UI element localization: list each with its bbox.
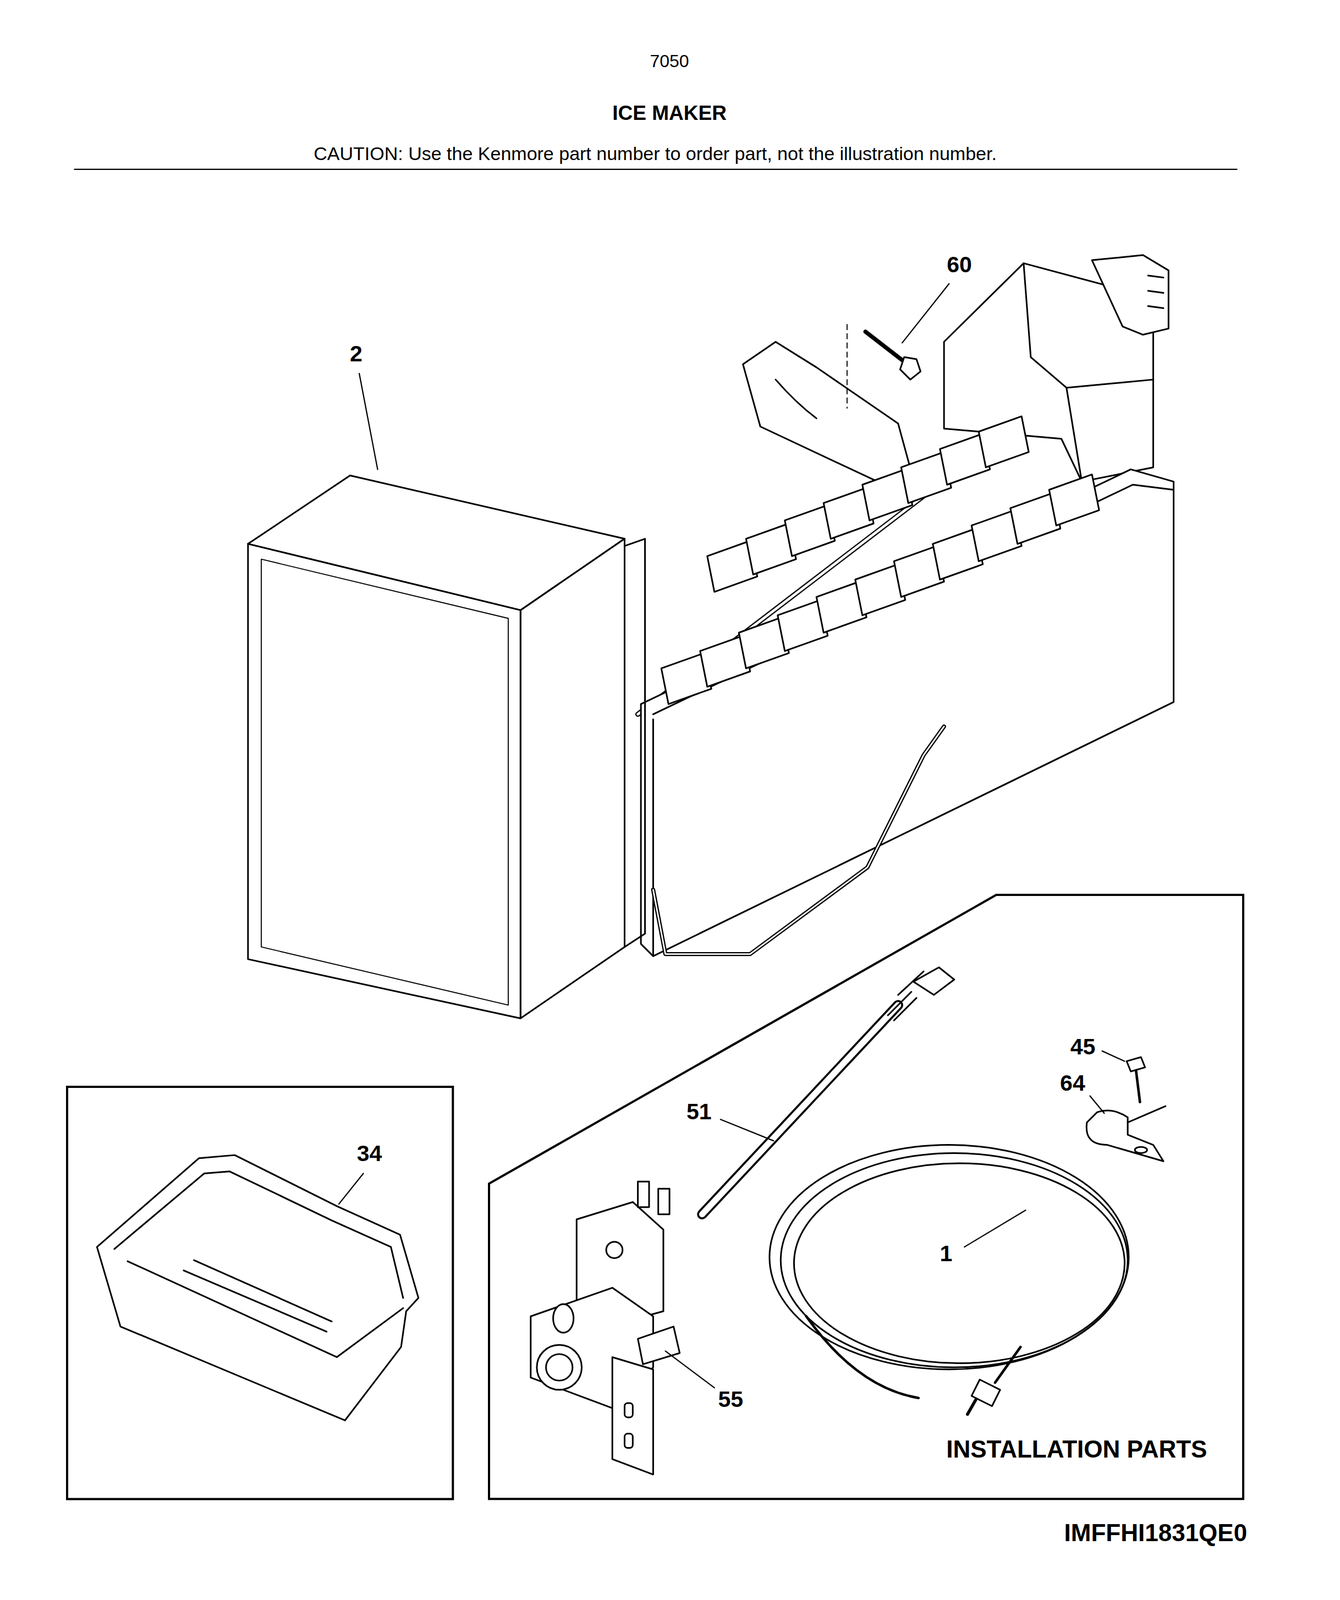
fill-tube-part [701,1005,898,1215]
callout-number: 45 [1070,1034,1096,1061]
inset-box: 34 [67,1086,453,1500]
leader-line [1102,1051,1125,1062]
water-valve-part [536,1344,582,1391]
callout-number: 51 [686,1099,712,1126]
ice-maker-assembly-part [1023,263,1083,482]
ice-maker-assembly-part [652,719,655,957]
header-rule [74,168,1237,170]
page-number: 7050 [649,51,689,72]
ice-maker-assembly-part [520,539,625,1019]
water-line-coil-part [995,1347,1021,1383]
leader-line [902,283,949,344]
panel-outline [489,894,1244,1499]
leader-line [338,1173,364,1205]
water-valve-part [624,1434,633,1449]
clamp-and-screw-part [1135,1069,1140,1102]
ice-maker-assembly-part [1148,275,1164,309]
ice-maker-assembly-part [743,342,914,482]
ice-bucket-part [96,1155,419,1421]
water-valve-part [553,1304,574,1333]
panel-border [489,894,1244,1499]
fill-tube-part [701,1005,898,1215]
ice-maker-assembly-part [624,539,645,948]
callout-number: 1 [939,1241,953,1268]
leader-line [964,1210,1026,1248]
ice-maker-assembly-part [978,416,1029,468]
water-valve-part [638,1181,650,1207]
ice-maker-assembly-part [652,726,944,955]
leader-line [665,1351,715,1388]
diagram-title: ICE MAKER [612,101,727,126]
callout-number: 60 [946,252,972,279]
ice-maker-assembly-part [640,469,1174,957]
ice-bucket [96,1155,419,1421]
water-line-coil-part [806,1316,919,1398]
callout-number: 2 [349,341,363,367]
diagram-code: IMFFHI1831QE0 [1064,1518,1248,1547]
fill-tube [701,967,954,1215]
water-line-coil-part [780,1152,1128,1368]
fill-tube-part [913,967,954,996]
water-valve-part [658,1188,670,1215]
panel-border [67,1086,453,1500]
water-line-coil-part [967,1399,976,1415]
panel-outline [67,1086,453,1500]
ice-maker-assembly-part [1091,255,1169,335]
leader-line [1089,1096,1105,1114]
panel-heading: INSTALLATION PARTS [946,1435,1207,1464]
ice-maker-assembly-part [846,324,848,409]
ice-maker-assembly-part [261,559,509,1006]
ice-bucket-part [127,1261,404,1358]
ice-maker-assembly-part [1049,474,1100,526]
ice-maker-assembly-part [899,357,921,380]
water-valve-part [612,1357,653,1475]
water-valve-part [638,1326,680,1365]
ice-bucket-part [114,1171,404,1299]
clamp-and-screw-part [1127,1106,1166,1123]
clamp-and-screw [1086,1051,1166,1162]
ice-maker-assembly-part [652,484,1174,715]
water-valve-part [606,1242,623,1259]
clamp-and-screw-part [1126,1057,1145,1072]
clamp-and-screw-part [1134,1146,1147,1153]
water-valve-part [624,1403,633,1418]
ice-maker-assembly-part [775,379,817,419]
water-line-coil-part [769,1145,1129,1370]
ice-maker-assembly [248,255,1174,1019]
ice-maker-assembly-part [652,726,944,955]
callout-number: 64 [1060,1071,1086,1097]
installation-parts-panel: 51 45 64 1 55INSTALLATION PARTS [489,894,1244,1499]
callout-number: 34 [357,1141,383,1168]
ice-maker-assembly-part [1066,379,1154,388]
water-line-coil [769,1145,1129,1415]
callout-number: 55 [718,1387,744,1414]
ice-bucket-part [183,1260,332,1332]
water-valve [530,1181,715,1475]
caution-note: CAUTION: Use the Kenmore part number to … [313,143,997,166]
ice-maker-assembly-part [865,331,906,364]
leader-line [720,1119,774,1141]
ice-maker-assembly-part [248,544,521,1019]
water-line-coil-part [793,1163,1125,1364]
clamp-and-screw-part [1086,1110,1164,1162]
water-valve-part [546,1354,573,1381]
leader-line [359,373,378,470]
